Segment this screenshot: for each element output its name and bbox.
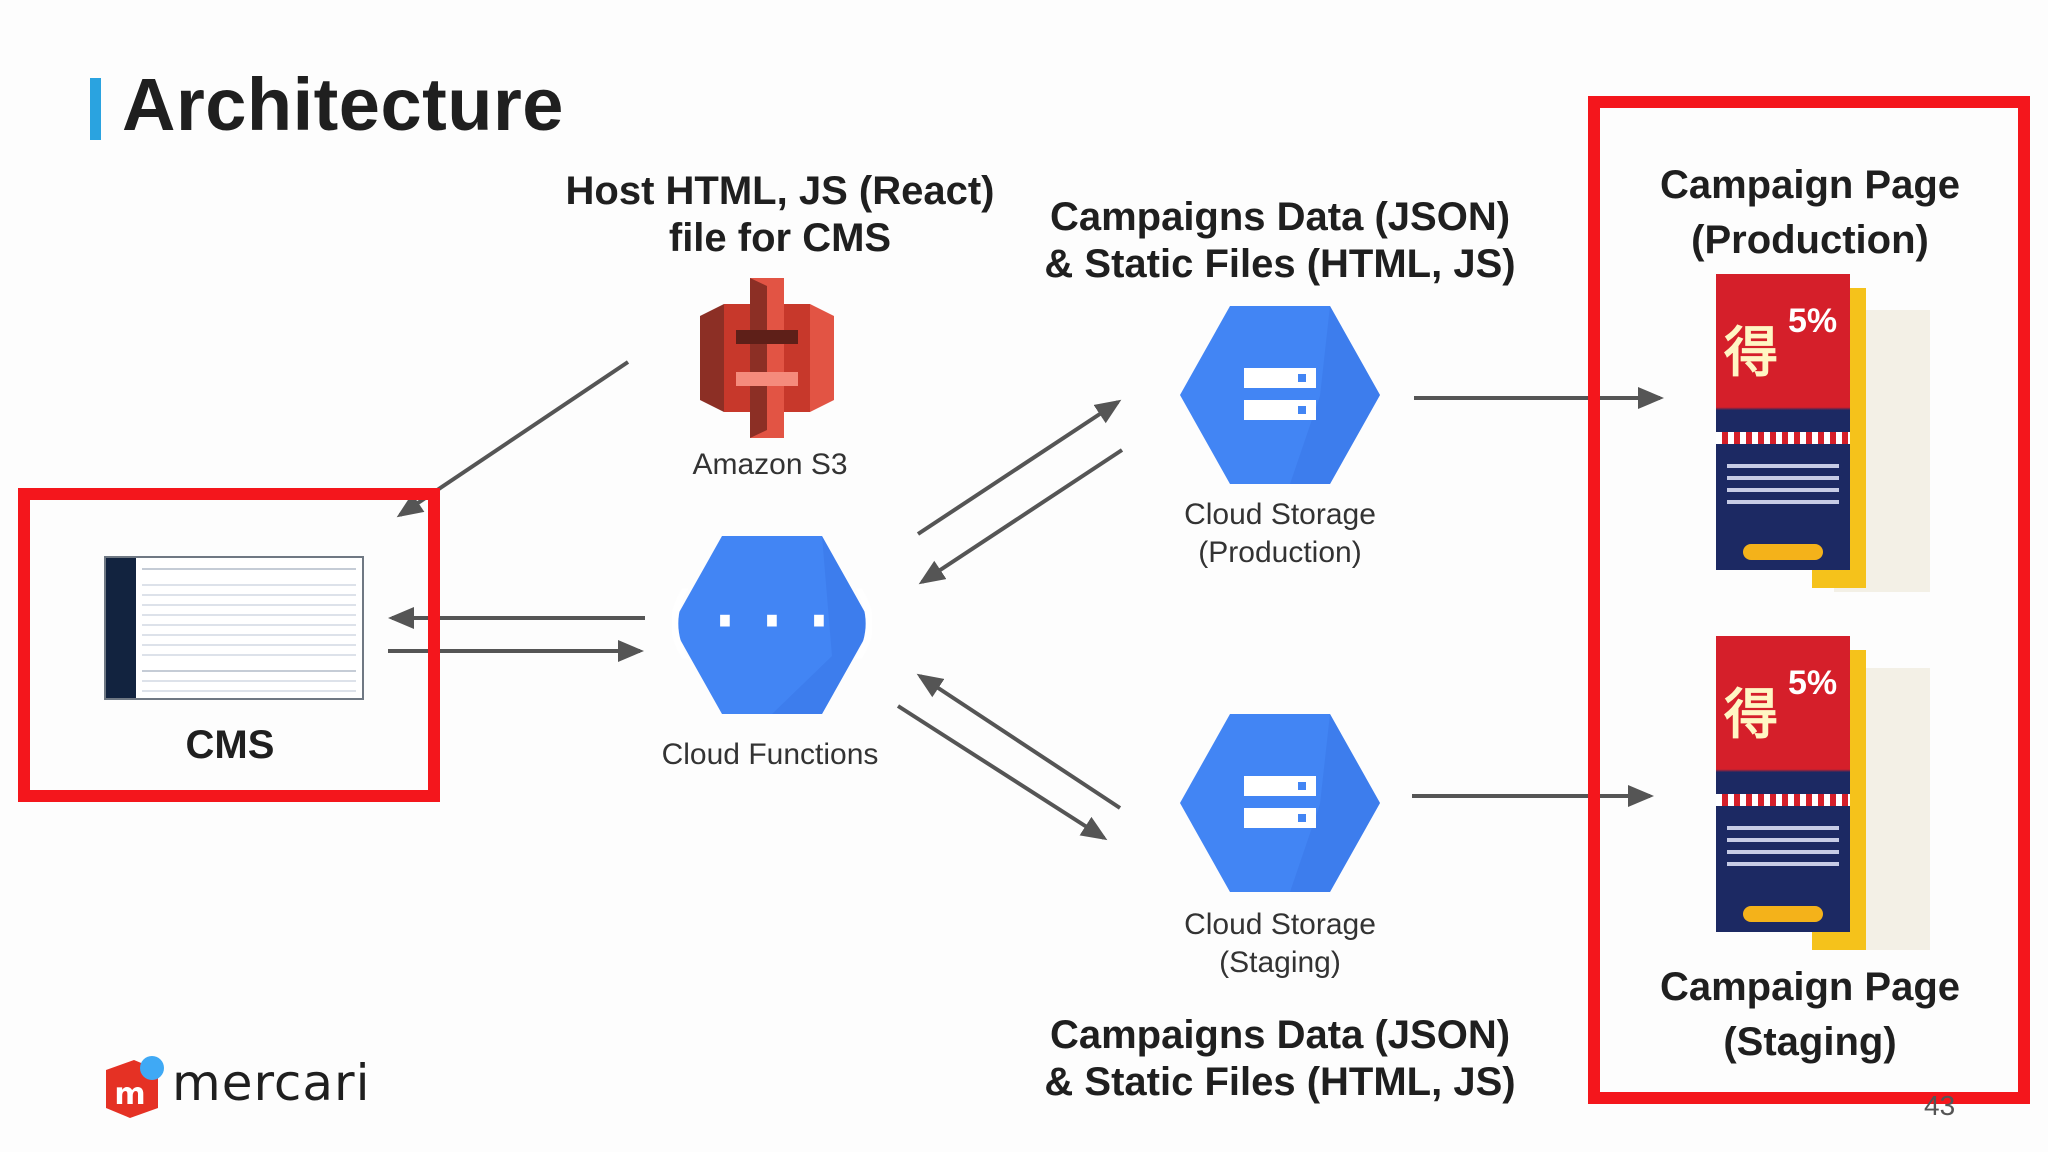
mercari-logo-icon: m bbox=[100, 1056, 164, 1120]
arrow-storage-staging-to-functions bbox=[916, 673, 1122, 810]
svg-text:(···): (···) bbox=[672, 577, 872, 667]
cloud-storage-prod-icon bbox=[1180, 306, 1380, 484]
cloud-storage-staging-label: Cloud Storage (Staging) bbox=[1184, 908, 1376, 979]
cloud-functions-label: Cloud Functions bbox=[661, 738, 879, 771]
s3-label: Amazon S3 bbox=[692, 448, 848, 481]
cloud-storage-staging-icon bbox=[1180, 714, 1380, 892]
campaign-staging-thumbnails: 5% 得 bbox=[1716, 636, 1936, 966]
campaign-highlight-box bbox=[1588, 96, 2030, 1104]
cms-label: CMS bbox=[185, 723, 275, 767]
data-header-top: Campaigns Data (JSON) & Static Files (HT… bbox=[1044, 195, 1516, 286]
amazon-s3-icon bbox=[700, 278, 834, 438]
slide-title: Architecture bbox=[122, 63, 564, 146]
arrow-storage-prod-to-functions bbox=[918, 448, 1124, 585]
s3-header: Host HTML, JS (React) file for CMS bbox=[565, 169, 995, 260]
campaign-prod-label: Campaign Page (Production) bbox=[1659, 163, 1961, 262]
cloud-functions-icon: (···) bbox=[655, 536, 889, 714]
data-header-bottom: Campaigns Data (JSON) & Static Files (HT… bbox=[1044, 1013, 1516, 1104]
cloud-storage-prod-label: Cloud Storage (Production) bbox=[1184, 498, 1376, 569]
svg-text:m: m bbox=[114, 1077, 145, 1112]
campaign-prod-thumbnails: 5% 得 bbox=[1716, 274, 1936, 604]
page-number: 43 bbox=[1924, 1090, 1956, 1121]
mercari-logo-text: mercari bbox=[172, 1054, 371, 1112]
arrow-functions-to-storage-staging bbox=[896, 704, 1108, 841]
arrow-functions-to-storage-prod bbox=[916, 399, 1122, 536]
campaign-staging-label: Campaign Page (Staging) bbox=[1659, 965, 1961, 1064]
title-accent-bar bbox=[90, 78, 101, 140]
cms-highlight-box bbox=[18, 488, 440, 802]
cms-screenshot bbox=[104, 556, 364, 700]
